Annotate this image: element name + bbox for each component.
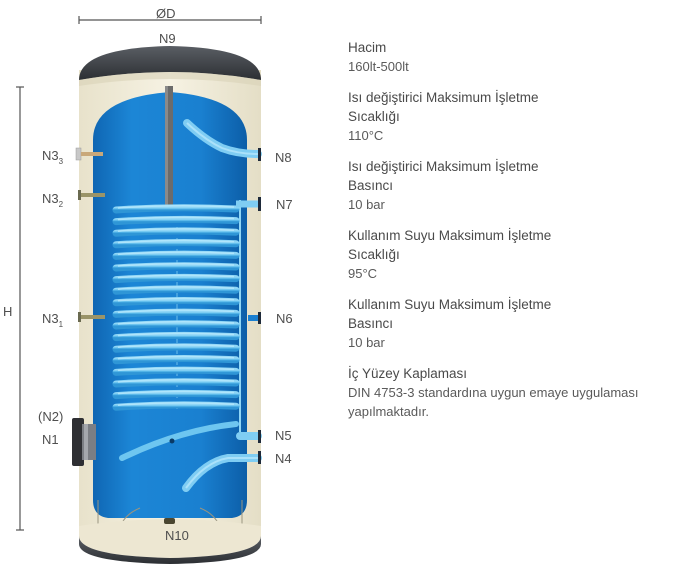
n9-label: N9 — [159, 31, 176, 46]
bottom-cap — [79, 519, 261, 558]
spec-title-cont: Basıncı — [348, 316, 394, 331]
n1-flange — [72, 418, 96, 466]
spec-value: 160lt-500lt — [348, 59, 409, 74]
top-cap — [79, 46, 261, 80]
inner-tank — [93, 92, 247, 518]
n6-label: N6 — [276, 311, 293, 326]
spec-inner-coating: İç Yüzey Kaplaması DIN 4753-3 standardın… — [348, 364, 678, 421]
n2-label: (N2) — [38, 409, 64, 424]
spec-value: 10 bar — [348, 335, 385, 350]
heat-exchanger-coil — [112, 204, 240, 411]
spec-title: Kullanım Suyu Maksimum İşletme — [348, 228, 552, 243]
coil-return-pipe — [119, 421, 239, 461]
spec-value: 95°C — [348, 266, 378, 281]
spec-title-cont: Basıncı — [348, 178, 394, 193]
n10-drain-fitting — [164, 518, 175, 524]
n10-label: N10 — [165, 528, 189, 543]
spec-hx-max-pressure: Isı değiştirici Maksimum İşletme Basıncı… — [348, 157, 678, 214]
n3-3-sensor-pocket — [75, 147, 103, 161]
spec-value: DIN 4753-3 standardına uygun emaye uygul… — [348, 385, 639, 400]
spec-dhw-max-pressure: Kullanım Suyu Maksimum İşletme Basıncı 1… — [348, 295, 678, 352]
n3-2-label: N32 — [42, 191, 64, 209]
spec-hx-max-temperature: Isı değiştirici Maksimum İşletme Sıcaklı… — [348, 88, 678, 145]
spec-volume: Hacim 160lt-500lt — [348, 38, 678, 76]
height-label: H — [3, 304, 13, 319]
spec-dhw-max-temperature: Kullanım Suyu Maksimum İşletme Sıcaklığı… — [348, 226, 678, 283]
spec-title-cont: Sıcaklığı — [348, 247, 400, 262]
spec-title-cont: Sıcaklığı — [348, 109, 400, 124]
anode-rod — [165, 86, 173, 208]
spec-value: 110°C — [348, 128, 384, 143]
spec-title: Kullanım Suyu Maksimum İşletme — [348, 297, 552, 312]
n5-label: N5 — [275, 428, 292, 443]
n7-label: N7 — [276, 197, 293, 212]
n3-1-label: N31 — [42, 311, 64, 329]
spec-value-cont: yapılmaktadır. — [348, 404, 429, 419]
tank-illustration — [16, 16, 262, 564]
right-fittings — [258, 148, 261, 464]
spec-title: Hacim — [348, 40, 387, 55]
n4-label: N4 — [275, 451, 292, 466]
spec-title: Isı değiştirici Maksimum İşletme — [348, 90, 539, 105]
diameter-label: ØD — [156, 6, 176, 21]
n8-label: N8 — [275, 150, 292, 165]
spec-value: 10 bar — [348, 197, 385, 212]
water-heater-tank-diagram: ØD H N9 N10 N8 N7 N6 N5 N4 N33 N32 N31 (… — [0, 0, 340, 578]
diameter-dimension-line — [78, 16, 262, 24]
n3-1-sensor-pocket — [78, 312, 105, 322]
specifications-panel: Hacim 160lt-500lt Isı değiştirici Maksim… — [348, 38, 678, 433]
n1-label: N1 — [42, 432, 59, 447]
n3-3-label: N33 — [42, 148, 64, 166]
spec-title: İç Yüzey Kaplaması — [348, 366, 468, 381]
height-dimension-line — [16, 86, 24, 531]
n3-2-sensor-pocket — [78, 190, 105, 200]
spec-title: Isı değiştirici Maksimum İşletme — [348, 159, 539, 174]
